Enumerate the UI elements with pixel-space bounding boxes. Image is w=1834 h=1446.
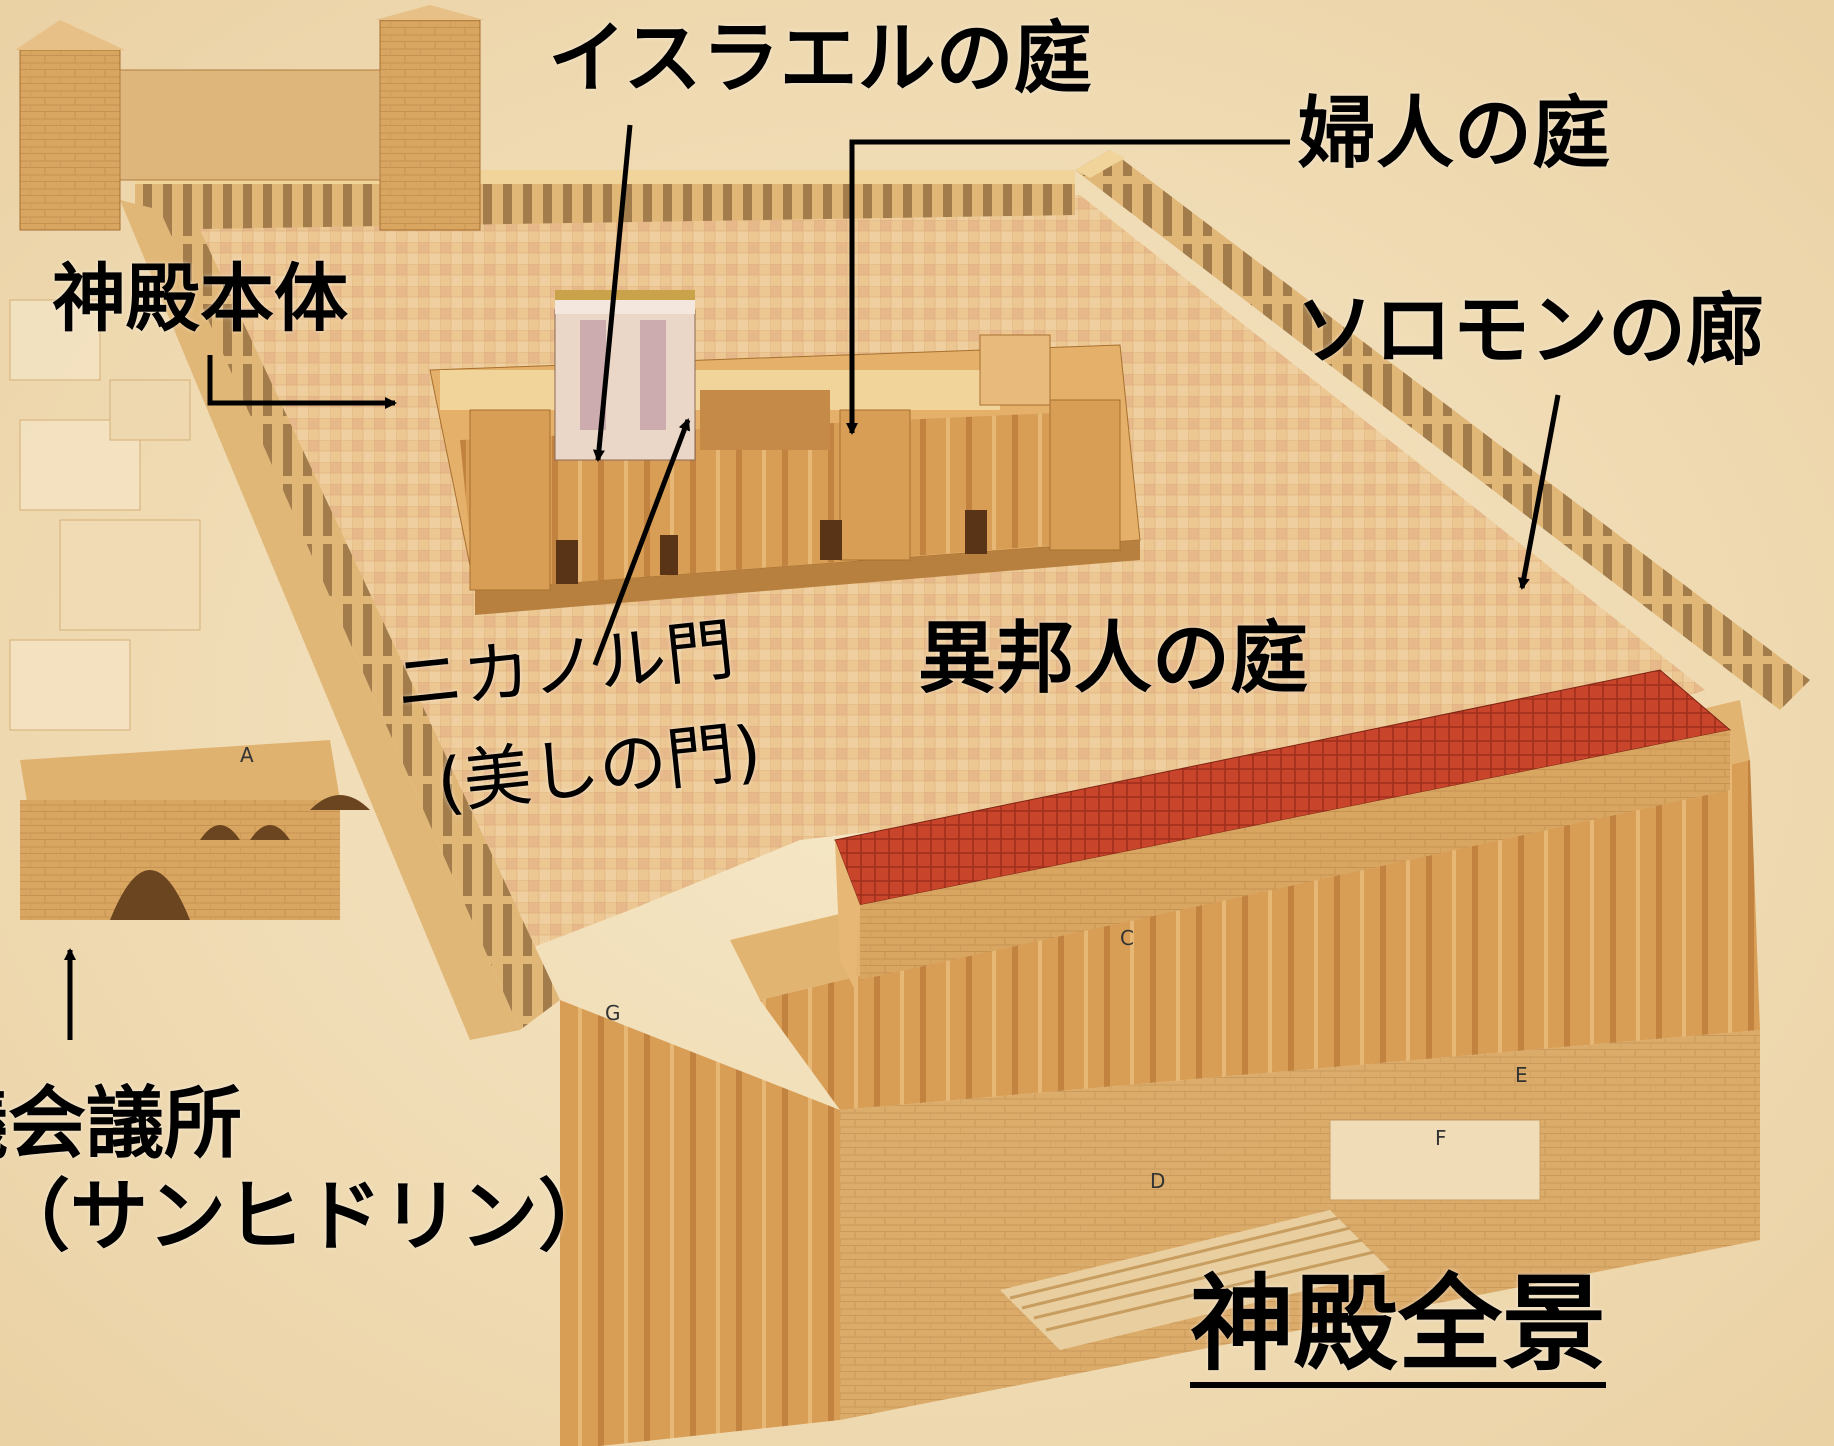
solomons-porch-colonnade: [1075, 150, 1810, 710]
marker-a: A: [240, 743, 254, 767]
label-court-of-women: 婦人の庭: [1298, 89, 1611, 179]
marker-f: F: [1435, 1126, 1447, 1150]
marker-d: D: [1150, 1169, 1165, 1193]
nicanor-arrow: [592, 418, 691, 666]
city-buildings: [9, 299, 201, 731]
southern-steps: [1000, 1119, 1541, 1350]
south-wall: [560, 1000, 840, 1446]
label-court-of-gentiles: 異邦人の庭: [918, 614, 1309, 704]
label-sanctuary: 神殿本体: [52, 256, 348, 342]
north-colonnade: [135, 170, 1075, 230]
marker-c: C: [1120, 926, 1134, 950]
solomon-arrow: [1517, 394, 1561, 590]
women-arrow: [846, 139, 1290, 435]
label-solomons-porch: ソロモンの廊: [1296, 286, 1765, 376]
label-council-hall: 議会議所: [0, 1079, 243, 1169]
sanctuary-arrow: [207, 355, 397, 409]
label-court-of-israel: イスラエルの庭: [548, 14, 1092, 104]
west-colonnade: [120, 200, 520, 1040]
leader-lines: [64, 124, 1561, 1040]
marker-g: G: [605, 1001, 621, 1025]
robinsons-arch: [20, 740, 370, 920]
marker-e: E: [1515, 1063, 1528, 1087]
label-sanhedrin: （サンヒドリン）: [0, 1172, 617, 1262]
page-title: 神殿全景: [1190, 1272, 1607, 1388]
israel-arrow: [592, 124, 633, 462]
sanctuary-complex: [429, 290, 1141, 615]
royal-stoa: [730, 669, 1760, 1110]
northwest-towers: [15, 5, 485, 231]
